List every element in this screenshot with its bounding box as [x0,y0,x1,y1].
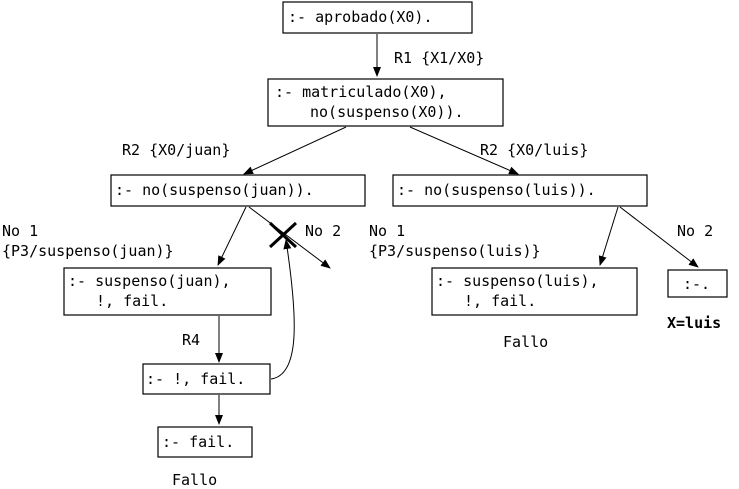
label-no2-luis: No 2 [677,222,713,240]
node-n2-box [110,174,366,207]
edge-n3-n6 [619,206,699,268]
label-no1-juan: No 1 [2,222,38,240]
node-n3-box [392,174,648,207]
node-n4-line1: :- suspenso(juan), [68,272,231,290]
node-n4-box [63,267,272,316]
label-r2-juan: R2 {X0/juan} [122,141,230,159]
cut-cross-icon [268,221,298,249]
label-fallo-juan: Fallo [172,471,217,489]
node-n8-box [157,426,253,458]
node-n1-box [267,78,504,127]
node-n7-box [142,363,271,395]
label-no1-luis: No 1 [369,222,405,240]
label-answer: X=luis [667,314,721,332]
node-n6-text: :-. [683,275,710,293]
label-p3-juan: {P3/suspenso(juan)} [2,242,174,260]
label-r1: R1 {X1/X0} [394,49,484,67]
node-n5-box [431,267,638,316]
edge-cut-backtrack [270,239,295,380]
edge-n3-n5 [598,206,619,266]
node-n5-line1: :- suspenso(luis), [436,272,599,290]
label-r2-luis: R2 {X0/luis} [480,141,588,159]
node-n4-line2: !, fail. [96,292,168,310]
edge-n2-cut-branch [248,206,331,269]
node-n1-line1: :- matriculado(X0), [275,83,447,101]
edge-n1-n3 [409,126,519,175]
edge-n2-n4 [217,206,247,266]
node-n8-text: :- fail. [162,433,234,451]
node-n6-box [667,269,728,298]
node-root-box [282,1,473,34]
node-n7-text: :- !, fail. [146,370,245,388]
node-n3-text: :- no(suspenso(luis)). [397,181,596,199]
label-r4: R4 [182,331,200,349]
node-n5-line2: !, fail. [464,292,536,310]
label-p3-luis: {P3/suspenso(luis)} [369,242,541,260]
node-n2-text: :- no(suspenso(juan)). [115,181,314,199]
edge-n1-n2 [243,126,347,175]
label-no2-juan: No 2 [305,222,341,240]
label-fallo-luis: Fallo [503,333,548,351]
node-n1-line2: no(suspenso(X0)). [310,103,464,121]
node-root-text: :- aprobado(X0). [288,8,433,26]
